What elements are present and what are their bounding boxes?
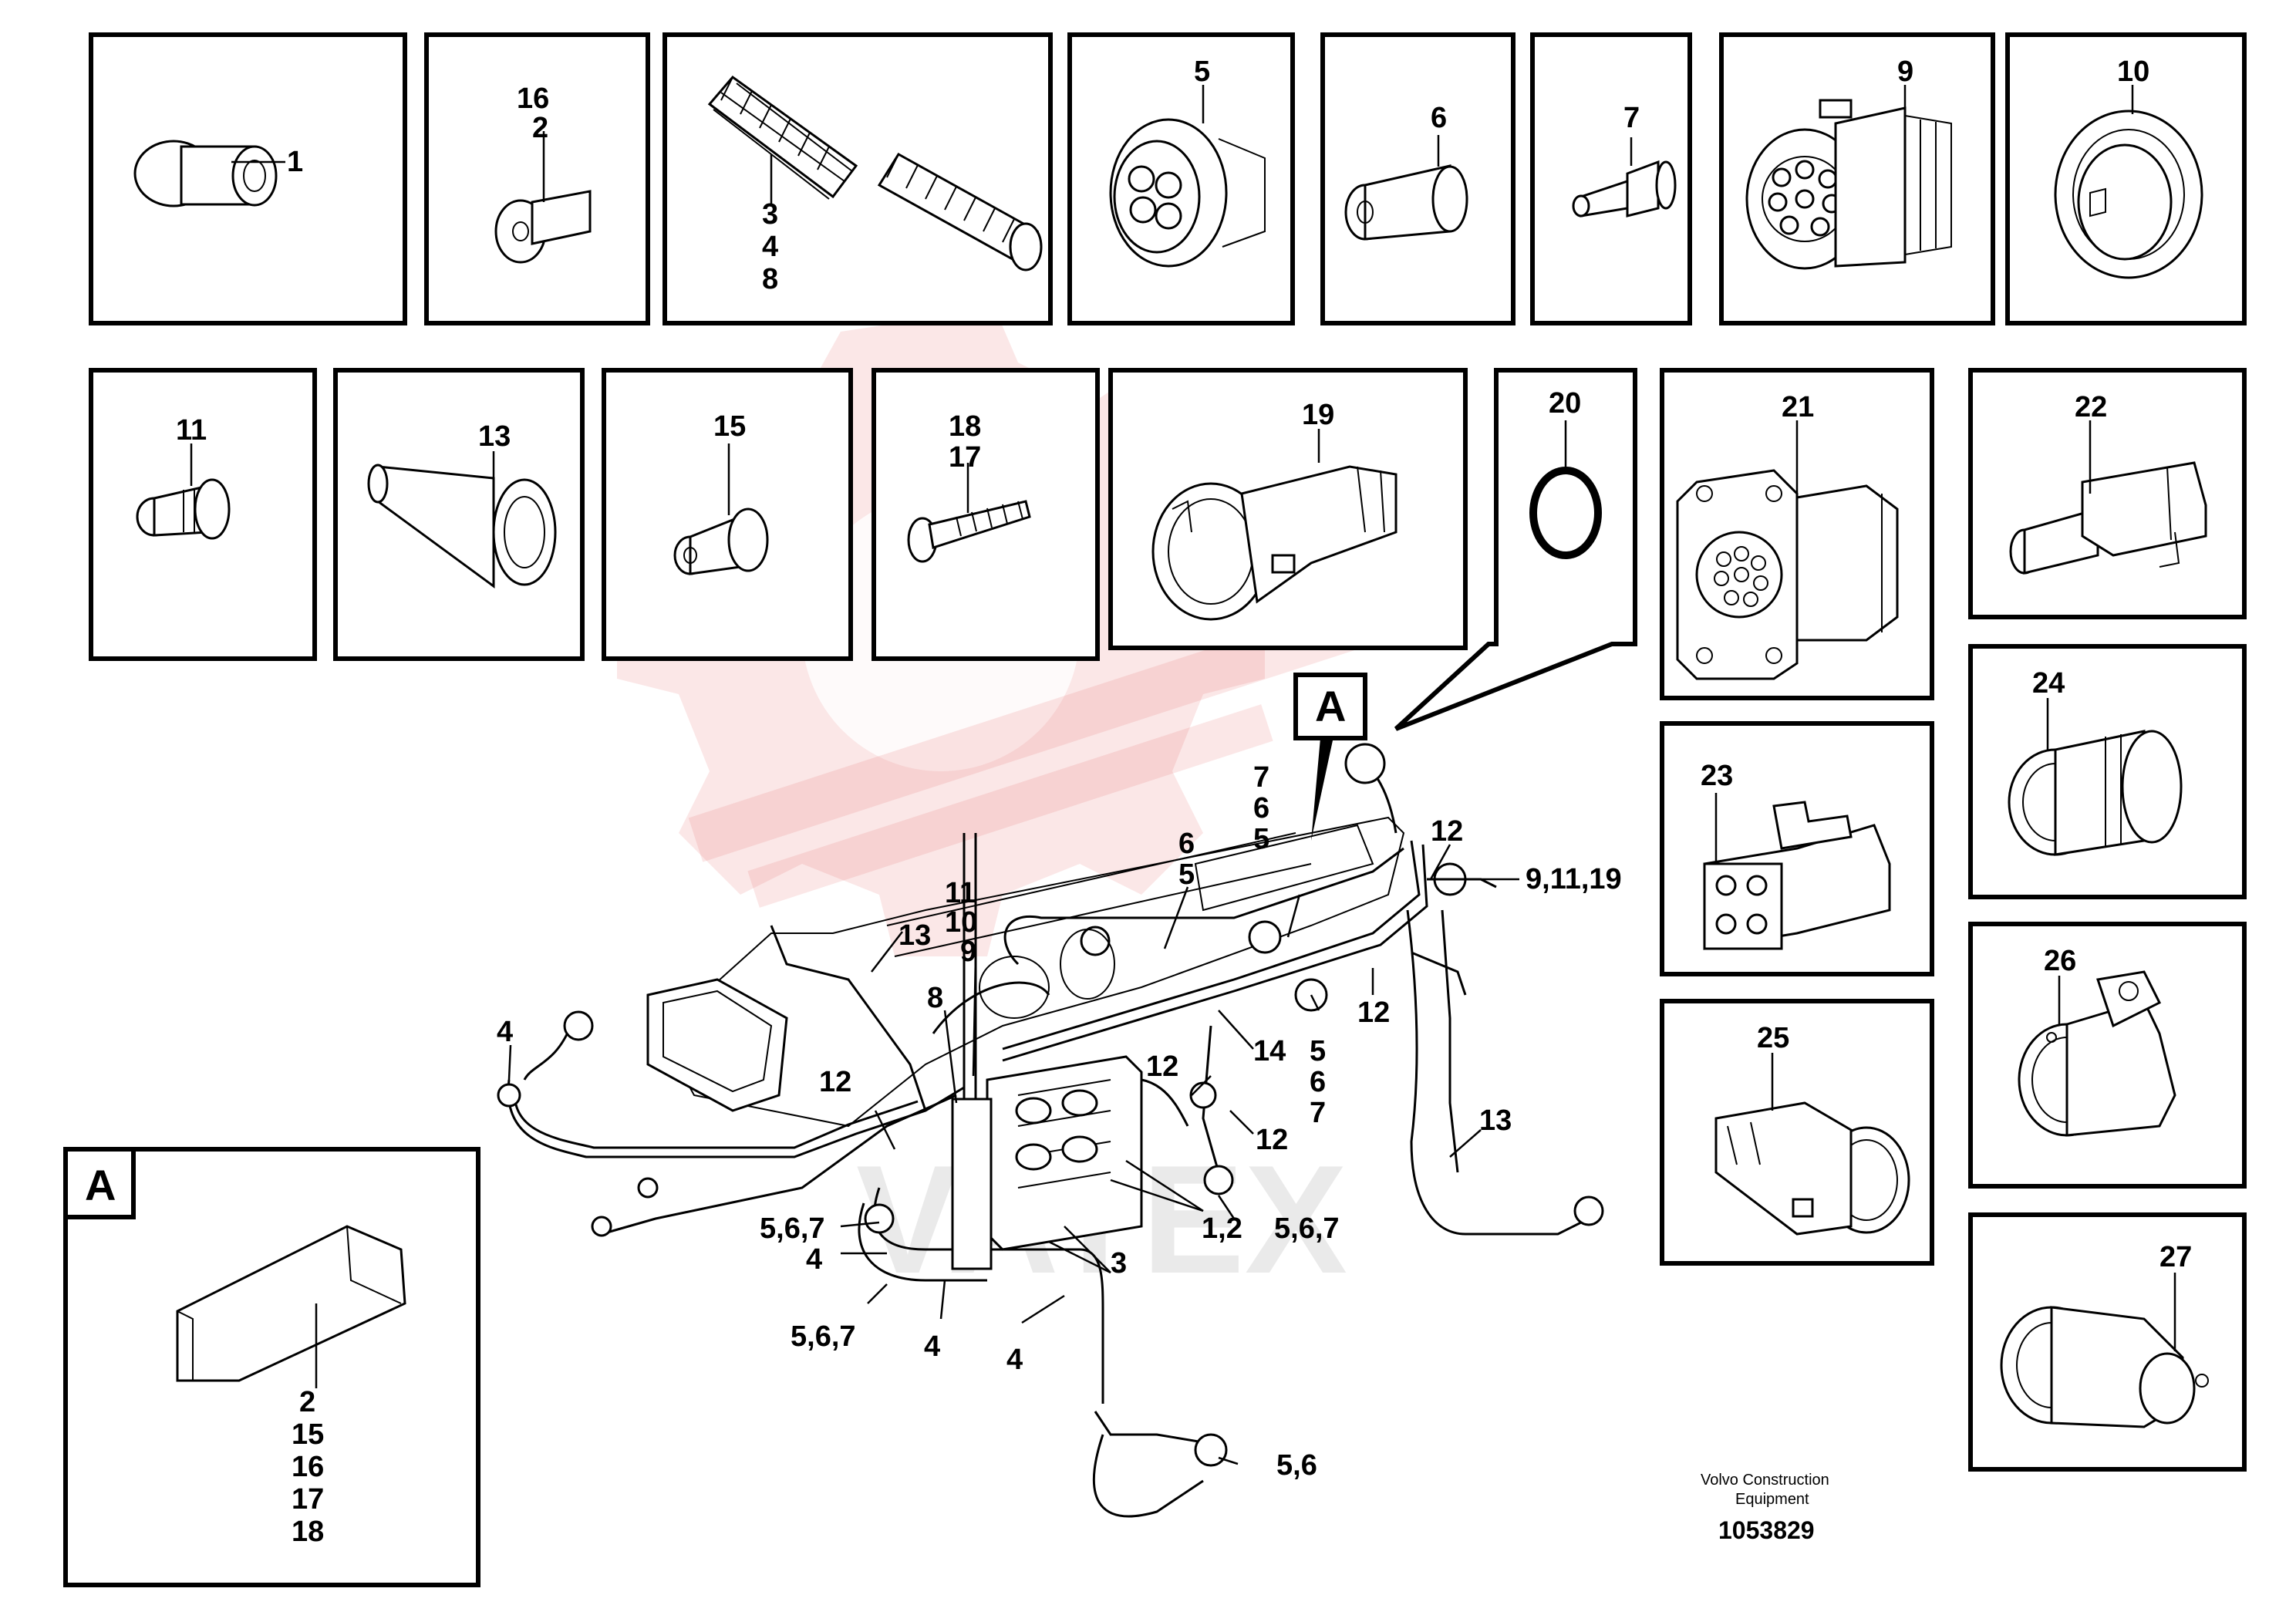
part-box-24: 24 [1968,644,2247,899]
view-a-item-2: 2 [299,1386,315,1418]
label-3: 3 [762,198,778,231]
label-1: 1 [287,146,303,178]
label-13: 13 [478,420,511,453]
label-17: 17 [949,441,981,474]
callout-11: 11 [945,877,976,909]
bellows-left [707,75,858,200]
callout-5-top: 5 [1253,823,1269,855]
callout-12-a: 12 [1146,1050,1178,1083]
label-26: 26 [2044,945,2076,977]
label-4: 4 [762,231,778,263]
callout-4-b: 4 [806,1243,822,1276]
callout-13-right: 13 [1479,1104,1512,1137]
label-18: 18 [949,410,981,443]
callout-9: 9 [960,936,976,968]
label-5: 5 [1194,56,1210,88]
callout-6-mid: 6 [1178,828,1195,860]
part-box-25: 25 [1660,999,1934,1266]
callout-7-top: 7 [1253,761,1269,794]
callout-12-mid: 12 [1357,996,1390,1029]
callout-5-6: 5,6 [1276,1449,1317,1482]
part-box-11: 11 [89,368,317,661]
callout-5-6-7-a: 5,6,7 [760,1212,825,1245]
callout-6-low: 6 [1310,1066,1326,1098]
label-7: 7 [1623,102,1640,134]
label-27: 27 [2159,1241,2192,1273]
callout-5-mid: 5 [1178,858,1195,891]
callout-8: 8 [927,982,943,1014]
label-10: 10 [2117,56,2149,88]
callout-5-6-7-c: 5,6,7 [1274,1212,1340,1245]
label-24: 24 [2032,667,2065,700]
label-9: 9 [1897,56,1913,88]
label-15: 15 [713,410,746,443]
detail-a-label: A [85,1161,116,1209]
part-box-17-18: 18 17 [872,368,1100,661]
part-box-22: 22 [1968,368,2247,619]
label-16: 16 [517,83,549,115]
footer: Volvo Construction Equipment 1053829 [1701,1472,1829,1544]
part-box-20: 20 [1394,368,1637,731]
footer-company: Volvo Construction [1701,1472,1829,1489]
view-a-marker: A [1293,673,1367,841]
view-a-marker-label: A [1315,682,1346,730]
part-box-21: 21 [1660,368,1934,700]
callout-10: 10 [945,906,977,939]
part-box-15: 15 [602,368,853,661]
label-20: 20 [1549,387,1581,420]
part-box-6: 6 [1320,32,1515,325]
part-box-26: 26 [1968,922,2247,1189]
callout-4-d: 4 [1006,1344,1023,1376]
callout-14: 14 [1253,1035,1286,1067]
callout-3: 3 [1111,1247,1127,1280]
label-22: 22 [2075,391,2107,423]
view-a-item-16: 16 [292,1451,324,1483]
label-19: 19 [1302,399,1334,431]
view-a-item-18: 18 [292,1516,324,1548]
part-box-10: 10 [2005,32,2247,325]
callout-13-top: 13 [899,919,931,952]
label-11: 11 [176,414,207,447]
label-21: 21 [1782,391,1814,423]
footer-company-line2: Equipment [1735,1491,1809,1508]
bellows-right [877,152,1043,271]
label-25: 25 [1757,1022,1789,1054]
label-8: 8 [762,263,778,295]
detail-a-box: A 2 15 16 17 18 [63,1147,480,1587]
label-6: 6 [1431,102,1447,134]
part-box-19: 19 [1108,368,1468,650]
view-a-item-15: 15 [292,1418,324,1451]
callout-5-6-7-b: 5,6,7 [791,1320,856,1353]
callout-6-top: 6 [1253,792,1269,824]
callout-5-low: 5 [1310,1035,1326,1067]
callout-1-2: 1,2 [1202,1212,1242,1245]
drawing-number: 1053829 [1718,1516,1815,1544]
callout-4-left: 4 [497,1016,513,1048]
callout-12-right: 12 [1431,815,1463,848]
label-23: 23 [1701,760,1733,792]
part-box-9: 9 [1719,32,1995,325]
callout-7-low: 7 [1310,1097,1326,1129]
part-box-5: 5 [1067,32,1295,325]
part-box-1: 1 [89,32,407,325]
part-box-27: 27 [1968,1212,2247,1472]
part-box-3: 3 4 8 [663,32,1053,325]
part-box-2: 16 2 [424,32,650,325]
callout-12-b: 12 [1256,1124,1288,1156]
leader-lines [507,844,1519,1465]
callout-4-c: 4 [924,1330,940,1363]
part-box-7: 7 [1530,32,1692,325]
callout-12-left: 12 [819,1066,851,1098]
part-box-13: 13 [333,368,585,661]
callouts: 4 13 11 10 9 8 6 5 7 6 5 12 9,11,19 12 1… [497,761,1622,1482]
label-2: 2 [532,112,548,144]
part-box-23: 23 [1660,721,1934,976]
view-a-item-17: 17 [292,1483,324,1516]
callout-9-11-19: 9,11,19 [1526,863,1622,895]
